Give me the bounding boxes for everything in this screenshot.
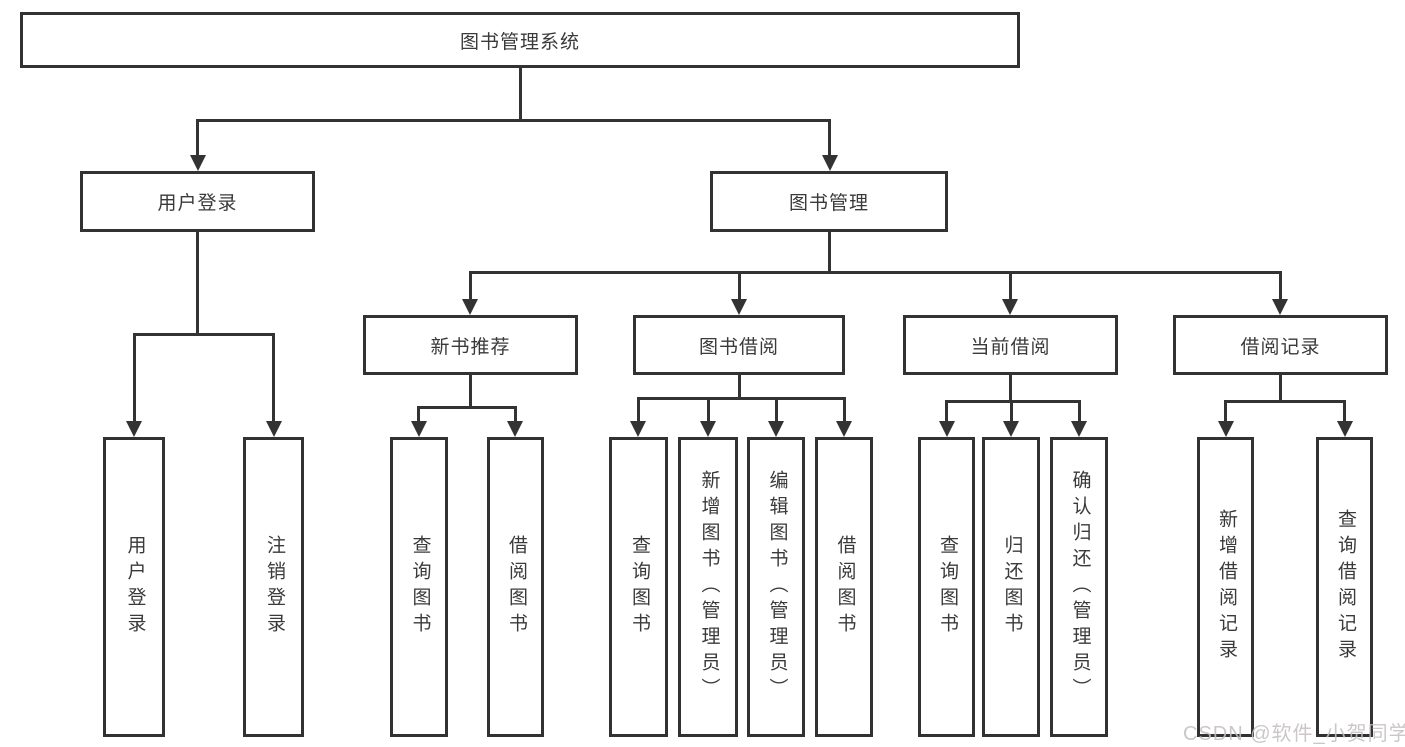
leaf-return-book: 归还图书 <box>982 437 1040 737</box>
arrowhead-down-icon <box>731 299 747 315</box>
leaf-query-books-1: 查询图书 <box>390 437 448 737</box>
connector-v <box>1279 375 1282 403</box>
node-book-management-label: 图书管理 <box>788 193 869 214</box>
connector-v <box>519 68 522 122</box>
connector-stem <box>843 397 846 423</box>
connector-stem <box>707 397 710 423</box>
connector-stem <box>828 119 831 157</box>
arrowhead-down-icon <box>1272 299 1288 315</box>
node-borrowing-records: 借阅记录 <box>1173 315 1388 375</box>
connector-stem <box>417 406 420 423</box>
leaf-logout-label: 注销登录 <box>263 535 285 639</box>
connector-stem <box>196 119 199 157</box>
connector-h <box>945 400 1081 403</box>
arrowhead-down-icon <box>126 421 142 437</box>
leaf-user-login-label: 用户登录 <box>124 535 146 639</box>
connector-v <box>828 232 831 274</box>
connector-stem <box>1009 271 1012 301</box>
connector-v <box>1009 375 1012 403</box>
watermark: CSDN @软件_小贺同学 <box>1183 723 1405 745</box>
node-book-borrowing-label: 图书借阅 <box>698 336 779 358</box>
leaf-query-books-2: 查询图书 <box>609 437 668 737</box>
node-user-login: 用户登录 <box>80 171 315 232</box>
arrowhead-down-icon <box>1337 421 1353 437</box>
connector-h <box>196 119 831 122</box>
leaf-add-book-admin: 新增图书（管理员） <box>678 437 738 737</box>
arrowhead-down-icon <box>822 155 838 171</box>
arrowhead-down-icon <box>411 421 427 437</box>
arrowhead-down-icon <box>1002 299 1018 315</box>
connector-stem <box>738 271 741 301</box>
leaf-logout: 注销登录 <box>243 437 304 737</box>
arrowhead-down-icon <box>190 155 206 171</box>
arrowhead-down-icon <box>1071 421 1087 437</box>
leaf-user-login: 用户登录 <box>103 437 165 737</box>
leaf-confirm-return-admin-label: 确认归还（管理员） <box>1069 470 1091 704</box>
node-user-login-label: 用户登录 <box>157 193 238 214</box>
node-borrowing-records-label: 借阅记录 <box>1240 336 1321 358</box>
arrowhead-down-icon <box>939 421 955 437</box>
connector-h <box>417 406 516 409</box>
node-root-label: 图书管理系统 <box>459 31 580 53</box>
connector-v <box>469 375 472 409</box>
connector-stem <box>1010 400 1013 423</box>
leaf-confirm-return-admin: 确认归还（管理员） <box>1050 437 1108 737</box>
leaf-borrow-books-1: 借阅图书 <box>487 437 544 737</box>
leaf-return-book-label: 归还图书 <box>1001 535 1023 639</box>
node-current-borrowing: 当前借阅 <box>903 315 1118 375</box>
node-root: 图书管理系统 <box>20 12 1020 68</box>
leaf-query-books-2-label: 查询图书 <box>628 535 650 639</box>
arrowhead-down-icon <box>768 421 784 437</box>
leaf-add-book-admin-label: 新增图书（管理员） <box>698 470 720 704</box>
node-new-book-recommendation-label: 新书推荐 <box>430 336 511 358</box>
connector-v <box>196 232 199 336</box>
connector-v <box>738 375 741 400</box>
leaf-borrow-books-2: 借阅图书 <box>815 437 873 737</box>
leaf-edit-book-admin: 编辑图书（管理员） <box>747 437 805 737</box>
connector-stem <box>514 406 517 423</box>
arrowhead-down-icon <box>1218 421 1234 437</box>
connector-stem <box>1343 400 1346 423</box>
node-book-borrowing: 图书借阅 <box>633 315 845 375</box>
connector-stem <box>1224 400 1227 423</box>
connector-h <box>1224 400 1345 403</box>
arrowhead-down-icon <box>700 421 716 437</box>
connector-h <box>133 333 275 336</box>
leaf-query-books-3: 查询图书 <box>918 437 975 737</box>
node-current-borrowing-label: 当前借阅 <box>970 336 1051 358</box>
leaf-borrow-books-2-label: 借阅图书 <box>834 535 856 639</box>
connector-stem <box>133 333 136 423</box>
leaf-query-borrow-record: 查询借阅记录 <box>1316 437 1373 737</box>
connector-stem <box>637 397 640 423</box>
connector-stem <box>775 397 778 423</box>
node-new-book-recommendation: 新书推荐 <box>363 315 578 375</box>
leaf-add-borrow-record: 新增借阅记录 <box>1197 437 1254 737</box>
connector-stem <box>469 271 472 301</box>
leaf-borrow-books-1-label: 借阅图书 <box>505 535 527 639</box>
node-book-management: 图书管理 <box>710 171 948 232</box>
arrowhead-down-icon <box>836 421 852 437</box>
arrowhead-down-icon <box>1003 421 1019 437</box>
leaf-query-borrow-record-label: 查询借阅记录 <box>1334 509 1356 665</box>
connector-stem <box>1078 400 1081 423</box>
arrowhead-down-icon <box>507 421 523 437</box>
leaf-add-borrow-record-label: 新增借阅记录 <box>1215 509 1237 665</box>
connector-stem <box>1279 271 1282 301</box>
connector-h <box>637 397 846 400</box>
leaf-query-books-1-label: 查询图书 <box>409 535 431 639</box>
arrowhead-down-icon <box>462 299 478 315</box>
leaf-query-books-3-label: 查询图书 <box>936 535 958 639</box>
arrowhead-down-icon <box>630 421 646 437</box>
connector-h <box>469 271 1282 274</box>
connector-stem <box>272 333 275 423</box>
arrowhead-down-icon <box>266 421 282 437</box>
leaf-edit-book-admin-label: 编辑图书（管理员） <box>766 470 788 704</box>
connector-stem <box>945 400 948 423</box>
